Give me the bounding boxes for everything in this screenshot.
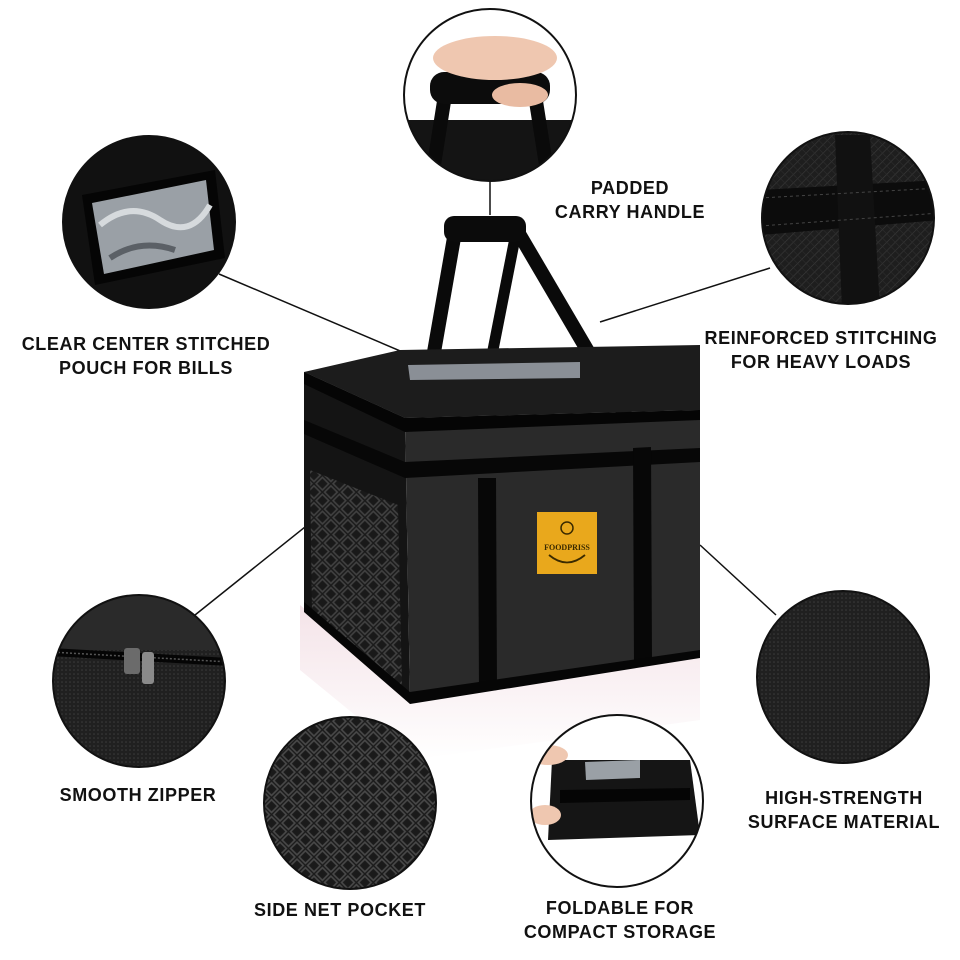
padded-handle-detail [403, 8, 577, 182]
clear-pouch-detail [62, 135, 236, 309]
brand-logo-text: FOODPRISS [544, 543, 590, 552]
stitching-detail [761, 131, 935, 305]
label-padded-handle: PADDED CARRY HANDLE [554, 178, 706, 222]
padded-grip [444, 216, 526, 242]
label-high-strength: HIGH-STRENGTH SURFACE MATERIAL [747, 788, 941, 832]
fabric-detail [756, 590, 930, 764]
side-net-pocket [310, 470, 402, 688]
folded-bag-detail [530, 714, 704, 888]
delivery-bag: FOODPRISS [304, 216, 700, 704]
zipper-detail [52, 594, 226, 768]
bag-lid [304, 345, 700, 418]
label-clear-pouch: CLEAR CENTER STITCHED POUCH FOR BILLS [21, 334, 271, 378]
label-smooth-zipper: SMOOTH ZIPPER [59, 785, 217, 805]
label-side-net-pocket: SIDE NET POCKET [253, 900, 427, 920]
net-pocket-detail [263, 716, 437, 890]
label-foldable: FOLDABLE FOR COMPACT STORAGE [523, 898, 717, 942]
label-reinforced-stitching: REINFORCED STITCHING FOR HEAVY LOADS [704, 328, 938, 372]
